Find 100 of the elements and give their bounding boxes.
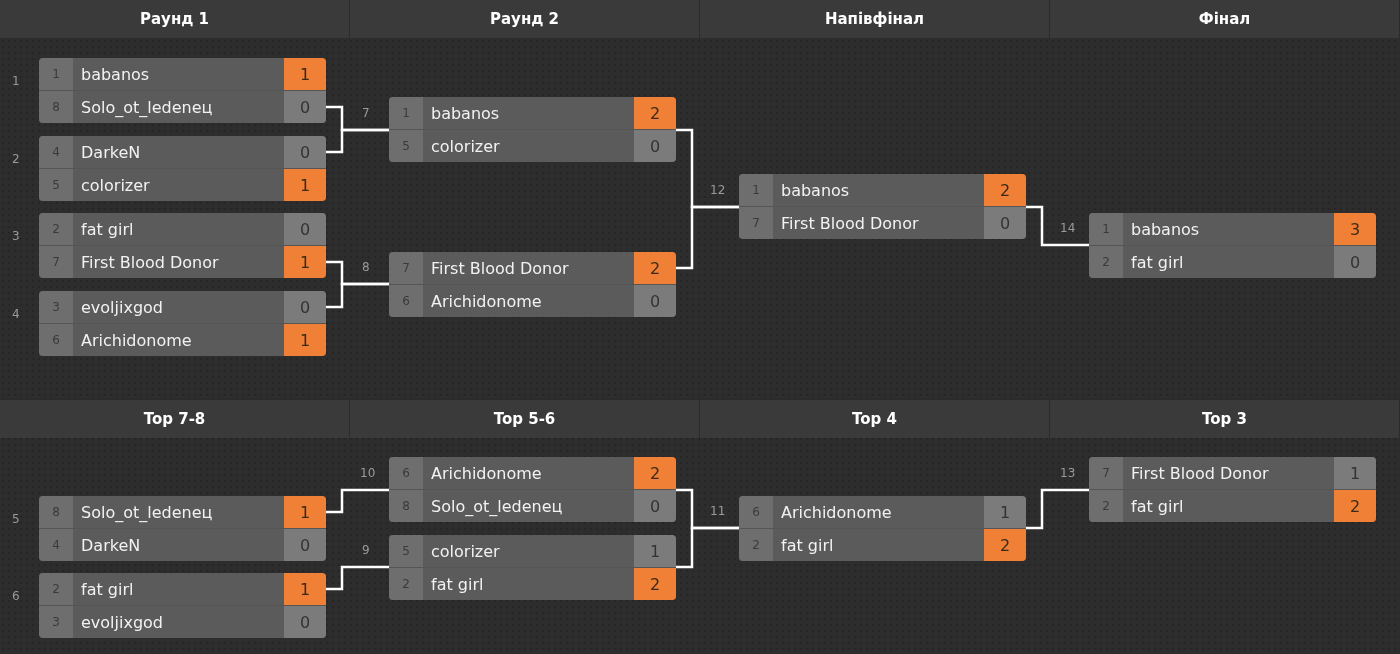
score: 1	[284, 58, 326, 90]
match-number: 14	[1060, 221, 1076, 235]
player-name: evoljixgod	[73, 291, 284, 323]
match-card	[39, 291, 326, 356]
score: 1	[284, 573, 326, 605]
match-number: 8	[362, 260, 370, 274]
player-name: colorizer	[73, 169, 284, 201]
player-name: babanos	[1123, 213, 1334, 245]
match-card	[389, 97, 676, 162]
bracket-line	[326, 128, 389, 154]
match-number: 7	[362, 106, 370, 120]
player-name: fat girl	[73, 573, 284, 605]
column-heading: Top 4	[700, 400, 1049, 438]
match-card	[1089, 457, 1376, 522]
player-name: Arichidonome	[73, 324, 284, 356]
match-card	[39, 573, 326, 638]
player-name: Arichidonome	[423, 457, 634, 489]
match-number: 2	[12, 152, 20, 166]
match-card	[39, 213, 326, 278]
bracket-line	[676, 526, 739, 569]
score: 3	[1334, 213, 1376, 245]
player-name: fat girl	[423, 568, 634, 600]
player-name: babanos	[73, 58, 284, 90]
player-name: First Blood Donor	[73, 246, 284, 278]
score: 0	[284, 291, 326, 323]
match-card	[39, 496, 326, 561]
column-heading: Top 7-8	[0, 400, 349, 438]
column-heading: Top 5-6	[350, 400, 699, 438]
match-card	[1089, 213, 1376, 278]
score: 0	[634, 130, 676, 162]
player-name: evoljixgod	[73, 606, 284, 638]
score: 1	[284, 169, 326, 201]
score: 2	[634, 252, 676, 284]
column-heading: Top 3	[1050, 400, 1399, 438]
column-heading: Раунд 1	[0, 0, 349, 38]
column-heading: Раунд 2	[350, 0, 699, 38]
score: 2	[984, 529, 1026, 561]
player-name: fat girl	[1123, 246, 1334, 278]
player-name: First Blood Donor	[423, 252, 634, 284]
match-card	[39, 58, 326, 123]
score: 1	[284, 496, 326, 528]
match-number: 11	[710, 504, 726, 518]
score: 2	[634, 568, 676, 600]
match-number: 12	[710, 183, 726, 197]
player-name: First Blood Donor	[1123, 457, 1334, 489]
score: 0	[1334, 246, 1376, 278]
player-name: Solo_ot_ledenец	[73, 91, 284, 123]
match-card	[739, 174, 1026, 239]
player-name: Solo_ot_ledenец	[423, 490, 634, 522]
player-name: babanos	[773, 174, 984, 206]
score: 1	[1334, 457, 1376, 489]
player-name: babanos	[423, 97, 634, 129]
match-number: 1	[12, 74, 20, 88]
score: 0	[284, 529, 326, 561]
match-number: 13	[1060, 466, 1076, 480]
match-card	[39, 136, 326, 201]
player-name: Solo_ot_ledenец	[73, 496, 284, 528]
score: 0	[284, 91, 326, 123]
player-name: First Blood Donor	[773, 207, 984, 239]
match-card	[389, 252, 676, 317]
match-card	[389, 535, 676, 600]
match-number: 6	[12, 589, 20, 603]
score: 1	[984, 496, 1026, 528]
score: 1	[634, 535, 676, 567]
score: 0	[634, 490, 676, 522]
player-name: colorizer	[423, 535, 634, 567]
player-name: colorizer	[423, 130, 634, 162]
bracket-line	[326, 565, 389, 591]
bracket-line	[326, 488, 389, 514]
match-card	[389, 457, 676, 522]
score: 2	[634, 97, 676, 129]
player-name: DarkeN	[73, 529, 284, 561]
column-heading: Фінал	[1050, 0, 1399, 38]
score: 2	[634, 457, 676, 489]
bracket-line	[1026, 205, 1089, 247]
score: 2	[984, 174, 1026, 206]
column-heading: Напівфінал	[700, 0, 1049, 38]
match-number: 10	[360, 466, 376, 480]
bracket-line	[326, 282, 389, 309]
match-number: 3	[12, 229, 20, 243]
match-number: 5	[12, 512, 20, 526]
score: 2	[1334, 490, 1376, 522]
player-name: fat girl	[73, 213, 284, 245]
player-name: fat girl	[1123, 490, 1334, 522]
match-number: 4	[12, 307, 20, 321]
score: 0	[284, 136, 326, 168]
player-name: DarkeN	[73, 136, 284, 168]
player-name: Arichidonome	[773, 496, 984, 528]
score: 0	[634, 285, 676, 317]
match-card	[739, 496, 1026, 561]
score: 1	[284, 324, 326, 356]
score: 0	[984, 207, 1026, 239]
bracket-line	[1026, 488, 1089, 530]
match-number: 9	[362, 543, 370, 557]
score: 1	[284, 246, 326, 278]
score: 0	[284, 606, 326, 638]
score: 0	[284, 213, 326, 245]
player-name: fat girl	[773, 529, 984, 561]
bracket-line	[676, 205, 739, 270]
player-name: Arichidonome	[423, 285, 634, 317]
